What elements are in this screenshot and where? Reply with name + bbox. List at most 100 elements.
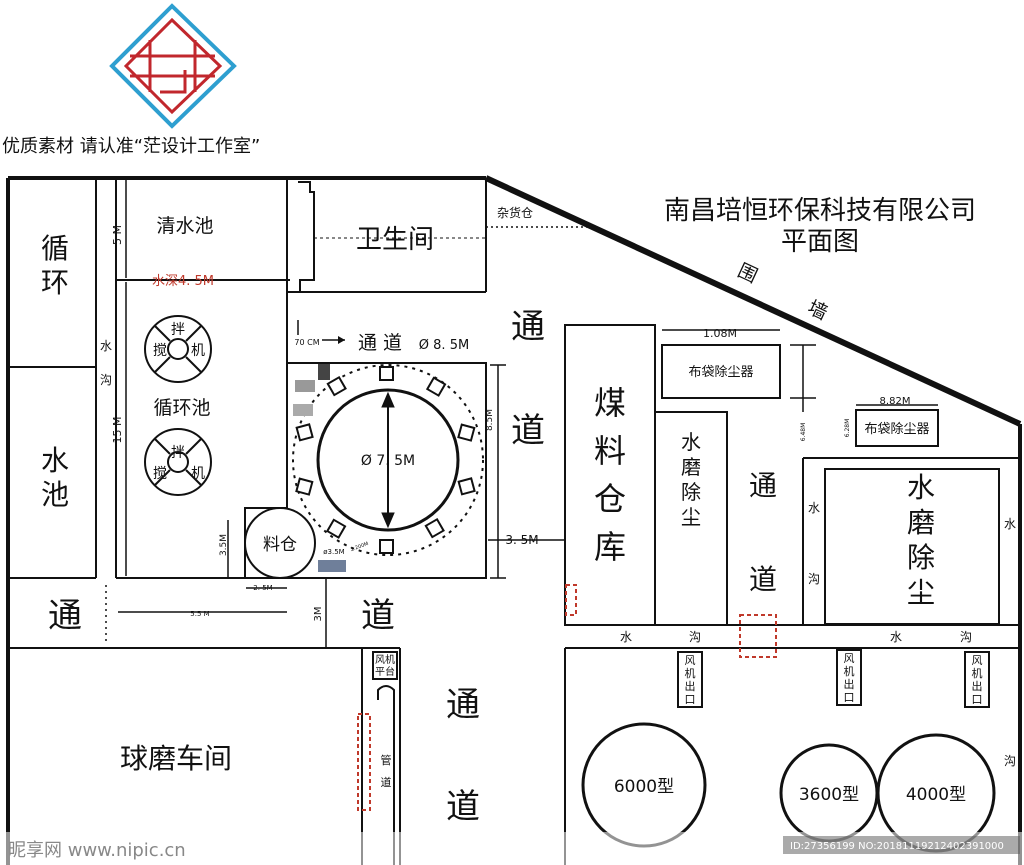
fan-outlets — [372, 649, 990, 865]
bag-filter-1: 布袋除尘器 — [688, 365, 753, 380]
circulation-pool: 循环池 — [153, 397, 210, 419]
studio-logo — [109, 3, 237, 129]
svg-text:机: 机 — [685, 666, 696, 680]
passage-1-tong: 通 — [511, 307, 545, 347]
ditch-mid-b: 沟 — [808, 572, 820, 586]
toilet-label: 卫生间 — [356, 225, 434, 255]
svg-text:口: 口 — [844, 691, 855, 704]
fan-platform-2: 平台 — [375, 665, 395, 678]
dim-5m: 5 M — [111, 225, 124, 245]
dim-6-48m: 6.48M — [800, 423, 807, 442]
svg-text:口: 口 — [972, 693, 983, 706]
dimension-lines — [118, 180, 938, 648]
dim-1-08m: 1.08M — [703, 327, 737, 340]
passage-4-tong: 通 — [749, 469, 777, 502]
fan-outlet-2-labels: 风 机 出 口 — [844, 652, 855, 704]
mixer-1-label-right: 机 — [191, 343, 205, 359]
silo-label: 料仓 — [263, 535, 297, 555]
mixer-1-label-left: 搅 — [153, 343, 167, 359]
ditch-left-b: 沟 — [100, 373, 112, 387]
dim-70cm: 70 CM — [294, 338, 319, 347]
dim-3-5m-a: 3. 5M — [505, 533, 538, 547]
svg-text:出: 出 — [685, 679, 696, 693]
ditch-right-a: 水 — [1004, 517, 1016, 531]
wm-small-3: 除 — [681, 480, 701, 504]
ditch-bottom-b2: 沟 — [960, 630, 972, 644]
svg-text:出: 出 — [844, 677, 855, 691]
label-shui: 水 — [41, 444, 69, 477]
svg-text:口: 口 — [685, 693, 696, 706]
passage-3-tong: 通 — [446, 685, 480, 725]
dim-8-5m: 8.5M — [485, 409, 495, 431]
ball-mill-workshop: 球磨车间 — [120, 742, 232, 775]
pipe-label-1: 管 — [381, 753, 392, 767]
coal-label-1: 煤 — [594, 384, 626, 422]
dim-2-5m: 2. 5M — [253, 584, 272, 592]
outer-walls — [6, 175, 1022, 865]
mixer-1 — [144, 315, 212, 383]
ditch-bottom-a2: 水 — [890, 630, 902, 644]
label-xun: 循 — [41, 232, 69, 265]
mixer-1-label-top: 拌 — [171, 322, 185, 338]
watermark-id: ID:27356199 NO:20181119212402391000 — [790, 841, 1004, 852]
svg-text:风: 风 — [685, 654, 696, 667]
wall-label-a: 围 — [734, 260, 761, 288]
passage-3-dao: 道 — [446, 787, 480, 827]
wm-big-3: 除 — [907, 541, 935, 574]
tank-supports — [295, 366, 476, 554]
ditch-mid-a: 水 — [808, 501, 820, 515]
bag-filter-2: 布袋除尘器 — [864, 422, 929, 437]
svg-text:机: 机 — [972, 666, 983, 680]
dim-8-82m: 8.82M — [880, 396, 911, 407]
mill-4000: 4000型 — [906, 785, 966, 805]
ditch-right-b: 沟 — [1004, 754, 1016, 768]
coal-label-4: 库 — [594, 528, 626, 566]
wm-small-2: 磨 — [681, 455, 701, 479]
dim-6-28m: 6.28M — [844, 419, 851, 438]
tagline: 优质素材 请认准“茫设计工作室” — [2, 136, 260, 157]
mill-6000: 6000型 — [614, 777, 674, 797]
mixer-2-label-right: 机 — [191, 466, 205, 482]
storage-label: 杂货仓 — [497, 205, 533, 220]
fan-platform-1: 风机 — [375, 653, 395, 666]
svg-text:风: 风 — [972, 654, 983, 667]
dim-tank-outer: Ø 8. 5M — [419, 338, 469, 353]
label-huan: 环 — [41, 266, 69, 299]
dim-5-5m: 5.5 M — [190, 610, 209, 618]
wm-small-1: 水 — [681, 430, 701, 454]
water-depth-note: 水深4. 5M — [152, 274, 214, 289]
dim-tank-inner: Ø 7. 5M — [361, 453, 415, 469]
mixer-2-label-left: 搅 — [153, 466, 167, 482]
dim-3-5m-b: 3.5M — [219, 534, 229, 556]
ditch-bottom-b1: 沟 — [689, 630, 701, 644]
svg-text:机: 机 — [844, 664, 855, 678]
pipe-label-2: 道 — [381, 775, 392, 789]
plan-subtitle: 平面图 — [781, 227, 859, 257]
wm-big-4: 尘 — [907, 576, 935, 609]
passage-4-dao: 道 — [749, 563, 777, 596]
dim-3-5-dia: ø3.5M — [323, 548, 344, 556]
clear-water-pool: 清水池 — [156, 215, 213, 237]
fan-outlet-1-labels: 风 机 出 口 — [685, 654, 696, 706]
dim-15m: 15 M — [111, 417, 124, 444]
equipment-icons — [293, 364, 346, 572]
door-markers — [357, 584, 777, 811]
fan-outlet-3-labels: 风 机 出 口 — [972, 654, 983, 706]
wm-small-4: 尘 — [681, 505, 701, 529]
coal-label-2: 料 — [594, 432, 626, 470]
wall-label-b: 墙 — [804, 297, 831, 325]
internal-walls — [8, 178, 1020, 865]
circular-tank — [292, 364, 484, 556]
mixer-2-label-top: 拌 — [171, 445, 185, 461]
passage-1-dao: 道 — [511, 411, 545, 451]
watermark-site: 昵享网 www.nipic.cn — [8, 840, 186, 861]
mill-3600: 3600型 — [799, 785, 859, 805]
svg-text:出: 出 — [972, 679, 983, 693]
dim-3m: 3M — [313, 607, 324, 622]
coal-label-3: 仓 — [594, 480, 626, 518]
passage-2-dao: 道 — [361, 596, 395, 636]
mixer-2 — [144, 428, 212, 496]
material-silo — [244, 507, 316, 579]
ditch-bottom-a1: 水 — [620, 630, 632, 644]
